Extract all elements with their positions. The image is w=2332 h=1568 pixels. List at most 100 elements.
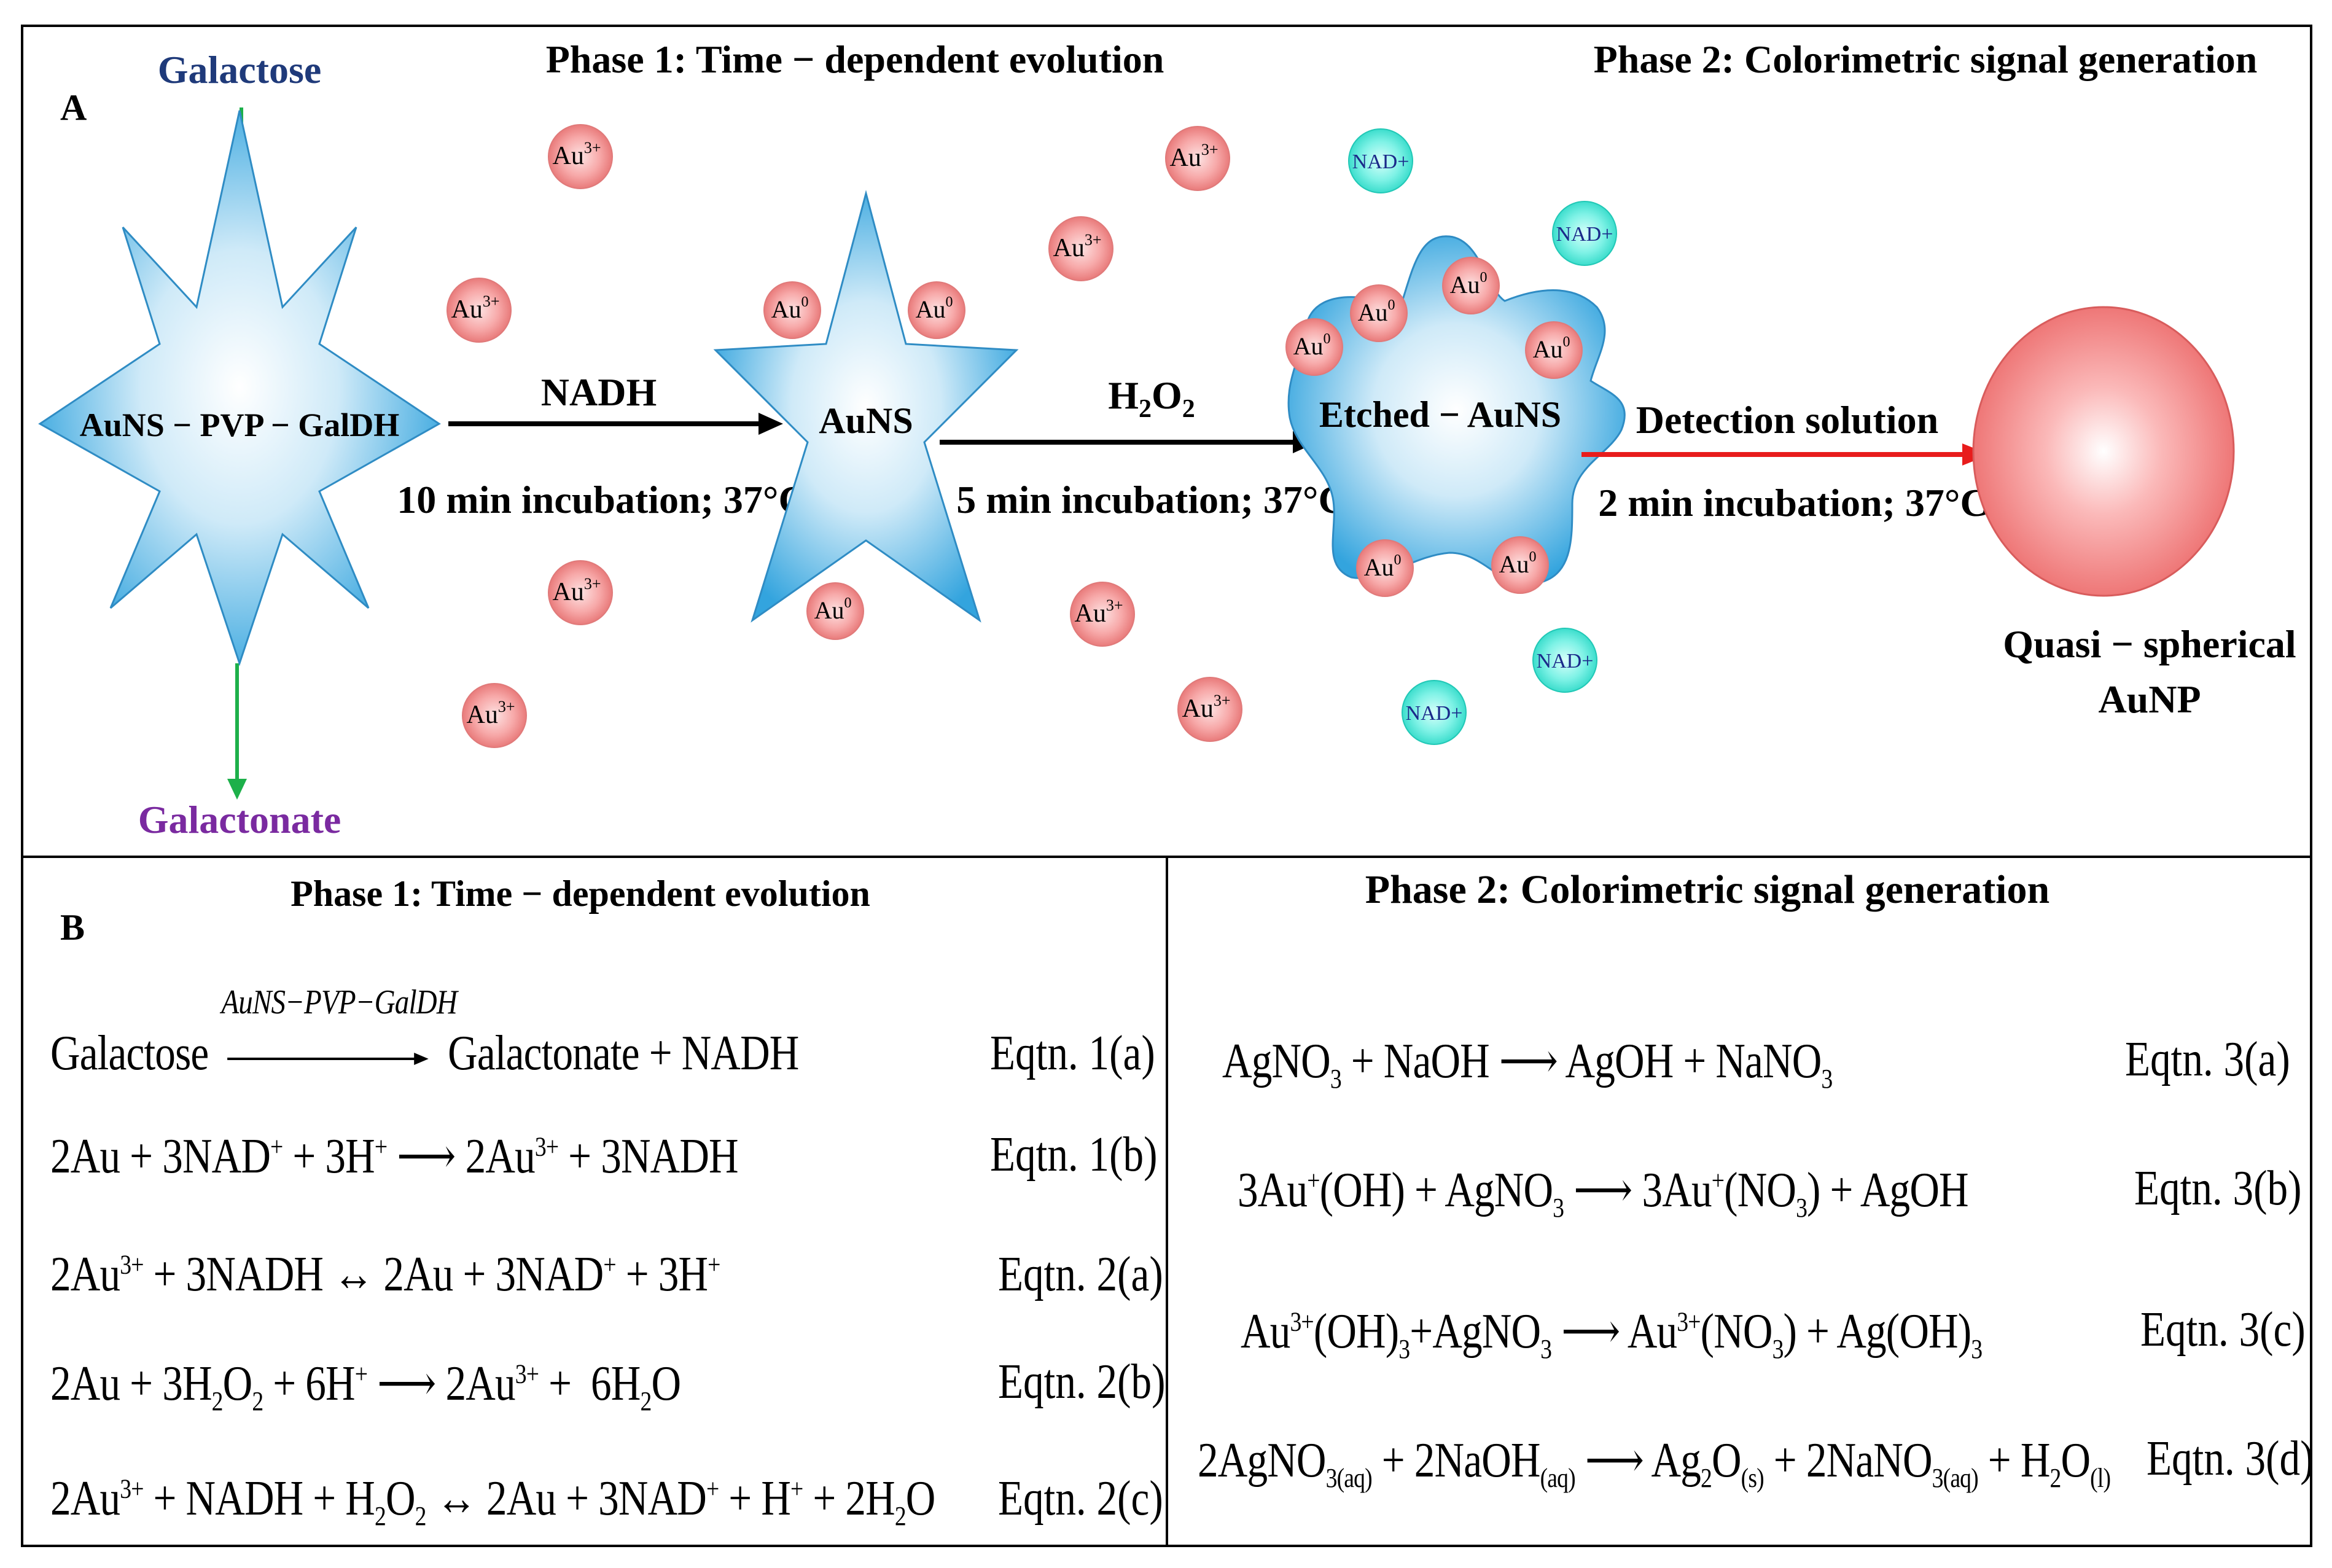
au3-base: Au [552, 142, 583, 170]
au3-ion: Au3+ [1177, 677, 1242, 742]
product-label-2: AuNP [2098, 677, 2201, 721]
product-label-1: Quasi − spherical [2003, 622, 2296, 666]
step1-condition: 10 min incubation; 37°C [397, 478, 806, 521]
au0-base: Au [916, 295, 946, 323]
eq1a-products: Galactonate + NADH [448, 1026, 799, 1080]
au3-base: Au [552, 578, 583, 606]
nad-circle [1552, 201, 1617, 266]
au3-ion-circle [1165, 126, 1230, 191]
au0-base: Au [1364, 553, 1394, 581]
au0-particle: Au0 [1491, 536, 1549, 594]
panel-b-left-title: Phase 1: Time − dependent evolution [291, 873, 870, 914]
au0-charge: 0 [1562, 334, 1570, 350]
au0-particles: Au0 Au0 Au0 Au0 Au0 Au0 Au0 Au0 [763, 257, 1583, 640]
au0-text: Au0 [1293, 331, 1331, 360]
au0-circle [1491, 536, 1549, 594]
panel-b-letter: B [60, 907, 85, 948]
equation-1a: Galactose AuNS−PVP−GalDH Galactonate + N… [50, 983, 799, 1082]
au3-ion-circle [1177, 677, 1242, 742]
au3-charge: 3+ [498, 698, 515, 716]
equation-2b: 2Au + 3H2O2 + 6H+ ⟶ 2Au3+ + 6H2O [50, 1357, 681, 1416]
au0-base: Au [1293, 332, 1324, 360]
equation-3b: 3Au+(OH) + AgNO3 ⟶ 3Au+(NO3) + AgOH [1238, 1163, 1969, 1223]
au0-charge: 0 [844, 595, 851, 611]
au3-ion-circle [1070, 582, 1135, 647]
au0-particle: Au0 [1442, 257, 1500, 314]
au0-particle: Au0 [1525, 321, 1583, 379]
au3-base: Au [1169, 144, 1201, 172]
step3-condition: 2 min incubation; 37°C [1598, 481, 1988, 525]
galactonate-arrow-head [227, 779, 247, 800]
au3-charge: 3+ [1214, 692, 1231, 709]
au0-charge: 0 [1394, 552, 1401, 568]
au0-base: Au [771, 295, 801, 323]
h2o2-h: H [1108, 373, 1139, 417]
au3-ion: Au3+ [447, 278, 512, 343]
au0-particle: Au0 [1350, 284, 1408, 342]
h2o2-o: O [1152, 373, 1182, 417]
au3-ion: Au3+ [462, 683, 527, 748]
galactose-label: Galactose [158, 48, 322, 92]
au0-base: Au [814, 596, 844, 624]
nad-text: NAD+ [1406, 702, 1463, 725]
au0-circle [1525, 321, 1583, 379]
au0-circle [763, 281, 821, 339]
au0-particle: Au0 [763, 281, 821, 339]
au0-particle: Au0 [806, 582, 864, 640]
au3-ion: Au3+ [1070, 582, 1135, 647]
eq-label-1b: Eqtn. 1(b) [990, 1128, 1158, 1182]
au0-charge: 0 [1387, 297, 1395, 313]
au0-text: Au0 [814, 595, 852, 624]
eq-label-1a: Eqtn. 1(a) [990, 1026, 1155, 1080]
step2-condition: 5 min incubation; 37°C [956, 478, 1346, 521]
au0-text: Au0 [1533, 334, 1570, 363]
arrow-step1-head [758, 413, 783, 435]
nad-text: NAD+ [1556, 223, 1613, 246]
eq-label-3a: Eqtn. 3(a) [2125, 1032, 2290, 1086]
au3-ion-circle [462, 683, 527, 748]
au3-ion-text: Au3+ [466, 698, 515, 729]
star-auns-pvp-galdh [38, 110, 441, 666]
star-auns [713, 190, 1019, 623]
equation-3a: AgNO3 + NaOH ⟶ AgOH + NaNO3 [1222, 1034, 1833, 1094]
au3-ion: Au3+ [1048, 216, 1113, 281]
au3-ion: Au3+ [548, 560, 613, 625]
eq1a-reactant: Galactose [50, 1026, 209, 1080]
nad-circle [1532, 628, 1597, 693]
au3-ion: Au3+ [1165, 126, 1230, 191]
au0-particle: Au0 [908, 281, 965, 339]
au0-charge: 0 [801, 294, 808, 310]
au3-ion-text: Au3+ [451, 292, 499, 324]
nad-circle [1348, 128, 1413, 193]
au0-circle [1356, 539, 1414, 597]
au3-ion-text: Au3+ [1053, 231, 1101, 262]
au0-text: Au0 [771, 294, 809, 323]
au0-charge: 0 [945, 294, 953, 310]
au3-ion-text: Au3+ [1182, 692, 1230, 723]
nad-particles: NAD+ NAD+ NAD+ NAD+ [1348, 128, 1617, 745]
phase2-title: Phase 2: Colorimetric signal generation [1594, 37, 2258, 81]
equation-2c: 2Au3+ + NADH + H2O2 ↔ 2Au + 3NAD+ + H+ +… [50, 1472, 935, 1531]
au3-ion-text: Au3+ [552, 575, 601, 606]
au3-charge: 3+ [584, 575, 601, 593]
au3-ion-circle [548, 124, 613, 189]
au3-base: Au [1074, 599, 1106, 628]
au0-text: Au0 [1450, 270, 1488, 298]
au3-particles: Au3+ Au3+ Au3+ Au3+ Au3+ Au3+ Au3+ Au3+ [447, 124, 1242, 748]
nad-particle: NAD+ [1532, 628, 1597, 693]
au3-charge: 3+ [483, 292, 500, 310]
au0-circle [908, 281, 965, 339]
equation-3d: 2AgNO3(aq) + 2NaOH(aq) ⟶ Ag2O(s) + 2NaNO… [1198, 1433, 2111, 1493]
nad-particle: NAD+ [1402, 680, 1467, 745]
au0-base: Au [1358, 298, 1388, 326]
au3-base: Au [1182, 695, 1213, 723]
au0-charge: 0 [1529, 549, 1536, 565]
equation-2a: 2Au3+ + 3NADH ↔ 2Au + 3NAD+ + 3H+ [50, 1247, 720, 1301]
quasi-spherical-aunp [1972, 306, 2235, 597]
eq-label-3d: Eqtn. 3(d) [2147, 1432, 2314, 1486]
eq-label-2b: Eqtn. 2(b) [998, 1355, 1166, 1409]
au0-base: Au [1450, 271, 1480, 298]
au0-circle [1350, 284, 1408, 342]
